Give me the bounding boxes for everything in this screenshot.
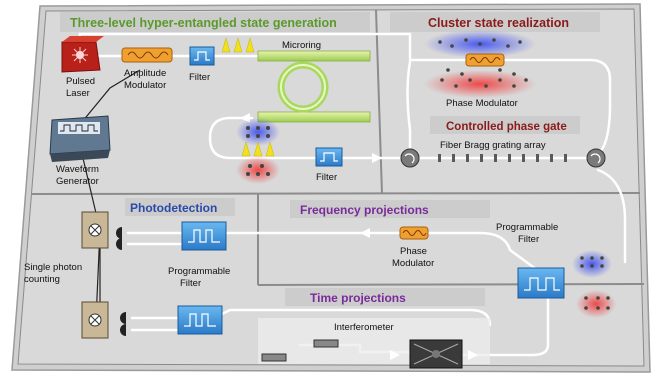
right-dots xyxy=(580,256,610,310)
circulator-left xyxy=(400,148,420,168)
panel-dividers xyxy=(31,9,645,286)
label-wg-1: Waveform xyxy=(56,164,99,175)
interferometer-chip xyxy=(409,339,463,369)
label-pm-top: Phase Modulator xyxy=(446,98,518,109)
photon-dots xyxy=(246,126,270,176)
title-box-photodetection xyxy=(125,198,235,216)
arrow-right xyxy=(372,153,382,163)
waveguide-top xyxy=(257,50,371,62)
label-filter-bottom: Filter xyxy=(316,172,337,183)
prog-filter-left-bottom xyxy=(177,305,223,335)
right-red-glow xyxy=(576,290,616,318)
phase-modulator-top xyxy=(465,53,505,67)
photon-counter-bottom xyxy=(81,301,109,339)
section-title-cluster: Cluster state realization xyxy=(428,16,569,30)
label-interferometer: Interferometer xyxy=(334,322,394,333)
board-inner xyxy=(17,8,645,367)
label-pf-left-1: Programmable xyxy=(168,266,230,277)
arrow-into-chip xyxy=(468,350,478,360)
pulse-train-top xyxy=(221,37,255,53)
microring-highlight xyxy=(280,64,326,110)
cluster-dots xyxy=(438,38,528,88)
section-title-time: Time projections xyxy=(310,291,406,305)
right-blue-glow xyxy=(572,250,612,278)
filter-top xyxy=(189,46,215,66)
fbg-array xyxy=(438,154,567,162)
label-fbg: Fiber Bragg grating array xyxy=(440,140,546,151)
filter-bottom xyxy=(315,147,343,167)
waveform-generator xyxy=(49,115,111,162)
arrow-left-bottom xyxy=(390,350,400,360)
title-box-time xyxy=(285,288,485,306)
label-pf-right-1: Programmable xyxy=(496,222,558,233)
label-pulsed-laser-1: Pulsed xyxy=(66,76,95,87)
pulsed-laser xyxy=(61,36,104,73)
section-title-photodetection: Photodetection xyxy=(130,201,217,215)
photon-red-glow xyxy=(236,156,280,184)
amplitude-modulator xyxy=(121,47,173,63)
label-microring: Microring xyxy=(282,40,321,51)
circulator-right xyxy=(586,148,606,168)
section-title-generation: Three-level hyper-entangled state genera… xyxy=(70,16,337,30)
photon-counter-top xyxy=(81,211,109,249)
waveguide-bottom xyxy=(257,111,371,123)
detectors xyxy=(116,227,126,336)
label-pm-mid-1: Phase xyxy=(400,246,427,257)
label-filter-top: Filter xyxy=(189,72,210,83)
prog-filter-right xyxy=(517,267,565,299)
title-box-frequency xyxy=(290,200,490,218)
cluster-red-glow xyxy=(424,70,536,98)
label-am-2: Modulator xyxy=(124,80,166,91)
phase-modulator-mid xyxy=(399,226,429,240)
label-pulsed-laser-2: Laser xyxy=(66,88,90,99)
label-pm-mid-2: Modulator xyxy=(392,258,434,269)
fiber-connectors xyxy=(261,339,339,362)
label-pf-right-2: Filter xyxy=(518,234,539,245)
label-spc-1: Single photon xyxy=(24,262,82,273)
arrow-left-mid xyxy=(360,228,370,238)
title-box-cluster xyxy=(390,12,600,32)
label-am-1: Amplitude xyxy=(124,68,166,79)
photon-blue-glow xyxy=(236,118,280,146)
title-box-cphase xyxy=(430,116,580,134)
label-spc-2: counting xyxy=(24,274,60,285)
label-pf-left-2: Filter xyxy=(180,278,201,289)
section-title-cphase: Controlled phase gate xyxy=(446,121,567,133)
pulse-train-bottom xyxy=(241,141,275,157)
section-title-frequency: Frequency projections xyxy=(300,203,429,217)
title-box-generation xyxy=(60,12,370,32)
label-wg-2: Generator xyxy=(56,176,99,187)
prog-filter-left-top xyxy=(181,221,227,251)
